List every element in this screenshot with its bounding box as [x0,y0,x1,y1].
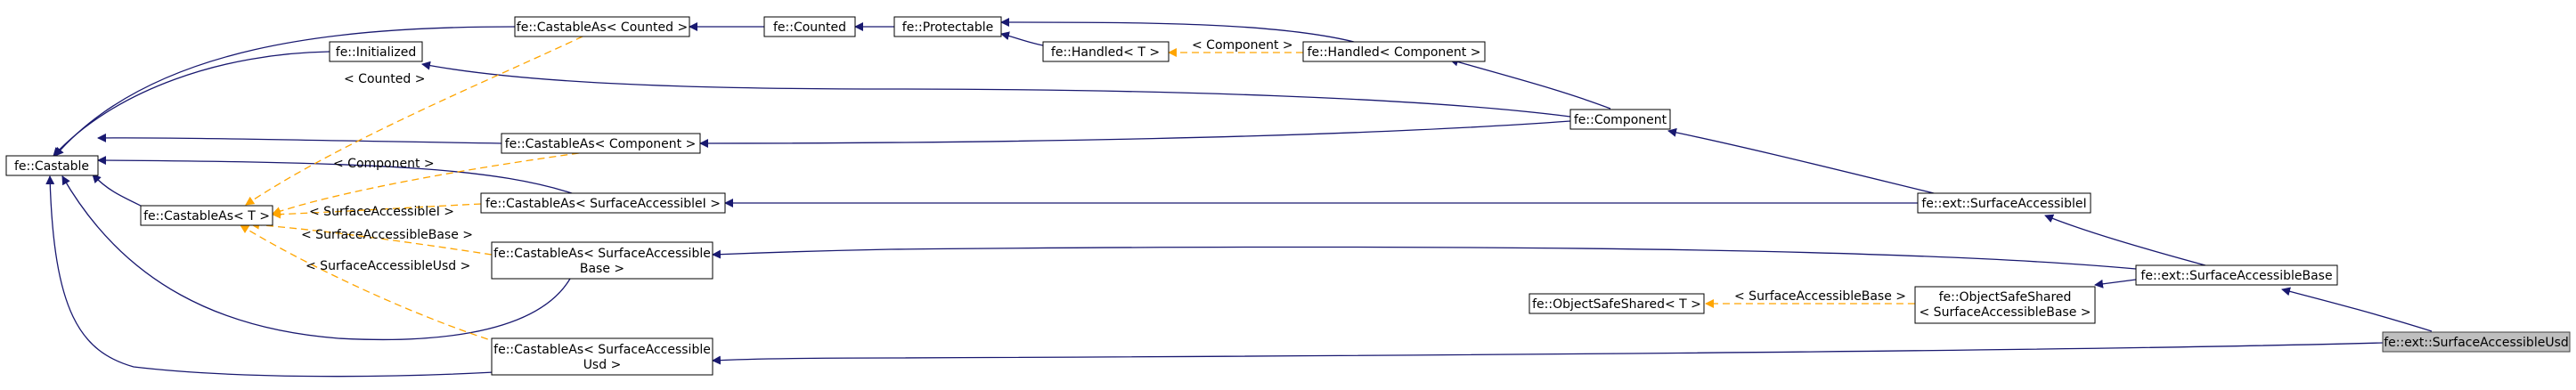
edge-usd-to-castableas-usd [712,342,2384,365]
node-handled-component[interactable]: fe::Handled< Component > [1302,41,1486,62]
node-label: fe::CastableAs< Component > [505,137,697,151]
edge-label-component-handled: < Component > [1192,38,1293,53]
edge-label-usd: < SurfaceAccessibleUsd > [306,259,470,273]
node-label-line1: fe::CastableAs< SurfaceAccessible [493,343,711,357]
node-initialized[interactable]: fe::Initialized [329,41,423,62]
node-label: fe::ext::SurfaceAccessibleUsd [2384,336,2569,350]
node-sausd[interactable]: fe::ext::SurfaceAccessibleUsd [2382,331,2571,353]
node-label: fe::Protectable [902,20,993,35]
node-castableas-component[interactable]: fe::CastableAs< Component > [501,133,701,154]
node-castableas-sab[interactable]: fe::CastableAs< SurfaceAccessible Base > [491,241,713,280]
edge-component-to-initialized [421,61,1571,118]
node-castableas-t[interactable]: fe::CastableAs< T > [140,205,273,226]
edge-castableas-t-to-castable [92,174,142,207]
edge-sab-to-castableas-sab [712,246,2137,270]
node-label: fe::Counted [773,20,846,35]
edge-label-oss-sab: < SurfaceAccessibleBase > [1734,289,1906,304]
node-castableas-counted[interactable]: fe::CastableAs< Counted > [514,16,690,37]
edge-label-sab: < SurfaceAccessibleBase > [301,228,473,242]
node-label: fe::ext::SurfaceAccessibleI [1921,197,2086,211]
inheritance-edges [45,18,2433,378]
edge-castableas-usd-to-castable [45,175,495,378]
node-label-line1: fe::ObjectSafeShared [1939,290,2072,305]
edge-label-component-castable: < Component > [333,157,435,171]
node-castableas-sai[interactable]: fe::CastableAs< SurfaceAccessibleI > [480,192,726,214]
edge-sai-to-component [1667,127,1938,195]
node-component[interactable]: fe::Component [1569,109,1671,130]
edge-castableas-component-to-castable [97,133,502,144]
node-label-line1: fe::CastableAs< SurfaceAccessible [493,247,711,261]
edge-sab-to-sai [2044,214,2206,266]
edge-initialized-to-castable [53,51,330,157]
edge-handled-t-to-protectable [1000,31,1044,46]
node-label: fe::ObjectSafeShared< T > [1532,297,1701,312]
node-label: fe::Handled< Component > [1308,45,1481,60]
edge-label-counted: < Counted > [344,72,425,86]
node-label-line2: Usd > [583,358,622,372]
node-label-line2: < SurfaceAccessibleBase > [1920,305,2091,320]
edge-t-to-castableas-usd [240,224,500,344]
template-edges [240,36,1915,344]
node-label: fe::CastableAs< T > [143,209,270,223]
node-object-safe-shared-t[interactable]: fe::ObjectSafeShared< T > [1528,293,1705,314]
edge-t-to-castableas-counted [245,36,583,206]
node-castableas-usd[interactable]: fe::CastableAs< SurfaceAccessible Usd > [491,337,713,376]
node-label: fe::Initialized [336,45,416,60]
edge-component-to-castableas-component [699,120,1571,148]
edge-castableas-sai-to-castable [97,156,575,195]
node-label: fe::CastableAs< Counted > [517,20,688,35]
node-label-line2: Base > [580,262,624,276]
edge-sab-to-oss-sab [2094,279,2137,288]
node-handled-t[interactable]: fe::Handled< T > [1042,41,1170,62]
node-label: fe::ext::SurfaceAccessibleBase [2140,269,2332,283]
node-castable[interactable]: fe::Castable [5,155,99,176]
node-sab[interactable]: fe::ext::SurfaceAccessibleBase [2135,264,2338,286]
node-label: fe::Handled< T > [1051,45,1160,60]
edge-labels: < Counted > < Component > < Component > … [301,38,1906,304]
edge-label-sai: < SurfaceAccessibleI > [309,205,454,219]
node-protectable[interactable]: fe::Protectable [893,16,1002,37]
edge-component-to-handled-component [1449,57,1611,110]
node-label: fe::Component [1574,113,1667,127]
node-object-safe-shared-sab[interactable]: fe::ObjectSafeShared < SurfaceAccessible… [1914,286,2096,324]
node-label: fe::CastableAs< SurfaceAccessibleI > [485,197,721,211]
edge-handled-component-to-protectable [1000,18,1355,43]
edge-t-to-castableas-component [272,152,580,215]
nodes: fe::Castable fe::Initialized fe::Castabl… [5,16,2571,376]
node-label: fe::Castable [14,159,89,174]
edge-castableas-counted-to-castable [54,26,516,157]
edge-t-to-castableas-sai [272,203,482,219]
node-counted[interactable]: fe::Counted [763,16,856,37]
edge-usd-to-sab [2281,287,2433,332]
edge-castableas-sab-to-castable [61,175,571,341]
node-sai[interactable]: fe::ext::SurfaceAccessibleI [1917,192,2091,214]
edge-t-to-castableas-sab [250,220,493,256]
